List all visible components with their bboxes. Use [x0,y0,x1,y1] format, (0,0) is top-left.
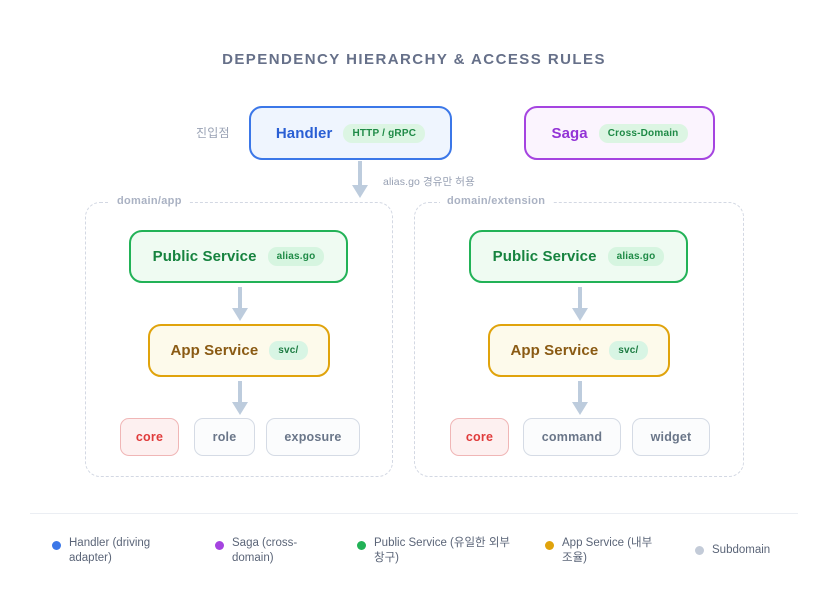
node-public-service-app-badge: alias.go [267,247,325,266]
legend-label-handler: Handler (driving adapter) [69,537,151,564]
legend-item-saga: Saga (cross-domain) [215,536,325,566]
legend-label-saga: Saga (cross-domain) [232,537,298,564]
legend-dot-app-service [545,541,554,550]
arrow-public-to-app-left [232,287,248,321]
node-public-service-app[interactable]: Public Service alias.go [129,230,348,283]
arrow-note-alias: alias.go 경유만 허용 [383,176,475,188]
legend-dot-subdomain [695,546,704,555]
legend-item-handler: Handler (driving adapter) [52,536,177,566]
arrow-public-to-app-right [572,287,588,321]
node-app-service-app-badge: svc/ [269,341,308,360]
chip-widget[interactable]: widget [632,418,710,456]
legend-divider [30,513,798,514]
node-app-service-extension-label: App Service [510,342,599,359]
node-handler-label: Handler [275,124,333,142]
node-app-service-app[interactable]: App Service svc/ [148,324,330,377]
chip-core-extension[interactable]: core [450,418,509,456]
arrow-app-to-subdomains-left [232,381,248,415]
node-public-service-extension-badge: alias.go [607,247,665,266]
node-public-service-extension[interactable]: Public Service alias.go [469,230,688,283]
group-domain-app-label: domain/app [110,195,189,207]
chip-command[interactable]: command [523,418,621,456]
node-app-service-extension[interactable]: App Service svc/ [488,324,670,377]
legend-item-app-service: App Service (내부 조율) [545,536,665,566]
legend-dot-saga [215,541,224,550]
page-title: DEPENDENCY HIERARCHY & ACCESS RULES [222,51,606,68]
legend-label-app-service: App Service (내부 조율) [562,537,653,564]
group-domain-extension-label: domain/extension [440,195,553,207]
arrow-app-to-subdomains-right [572,381,588,415]
node-saga[interactable]: Saga Cross-Domain [524,106,715,160]
legend-label-public-service: Public Service (유일한 외부 창구) [374,537,510,564]
legend-item-subdomain: Subdomain [695,543,805,558]
node-public-service-extension-label: Public Service [492,248,597,265]
node-handler-badge: HTTP / gRPC [343,123,426,143]
node-app-service-extension-badge: svc/ [609,341,648,360]
legend-item-public-service: Public Service (유일한 외부 창구) [357,536,517,566]
group-domain-extension [414,202,744,477]
legend-dot-public-service [357,541,366,550]
legend-dot-handler [52,541,61,550]
group-domain-app [85,202,393,477]
chip-role[interactable]: role [194,418,255,456]
entry-point-label: 진입점 [196,126,230,140]
chip-core-app[interactable]: core [120,418,179,456]
node-public-service-app-label: Public Service [152,248,257,265]
node-app-service-app-label: App Service [170,342,259,359]
node-saga-badge: Cross-Domain [598,123,688,143]
legend-label-subdomain: Subdomain [712,544,771,556]
node-handler[interactable]: Handler HTTP / gRPC [249,106,452,160]
arrow-handler-to-group [352,161,368,198]
chip-exposure[interactable]: exposure [266,418,360,456]
node-saga-label: Saga [551,124,588,142]
